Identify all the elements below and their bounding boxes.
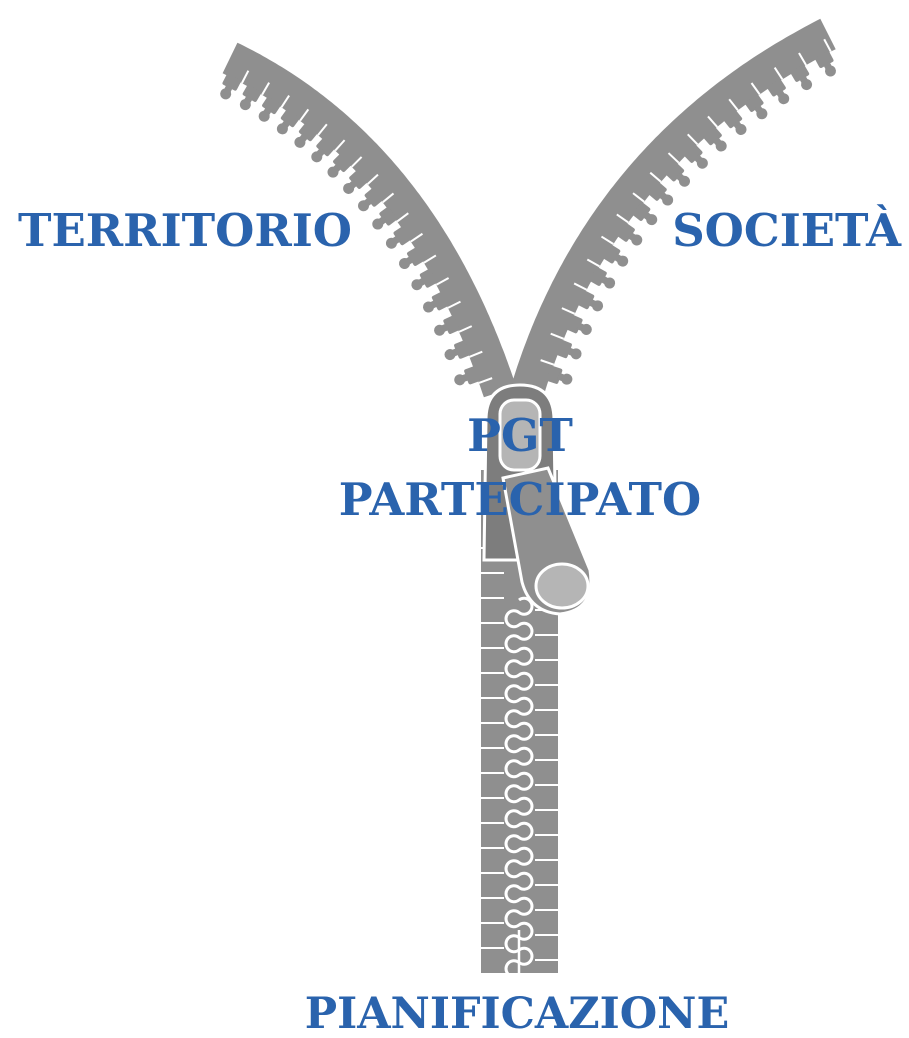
partecipato-label: PARTECIPATO (0, 477, 909, 522)
pianificazione-label: PIANIFICAZIONE (0, 993, 909, 1036)
pgt-label: PGT (0, 413, 909, 458)
pull-tab-hole (536, 564, 588, 608)
societa-label: SOCIETÀ (672, 208, 901, 253)
territorio-label: TERRITORIO (18, 208, 352, 253)
